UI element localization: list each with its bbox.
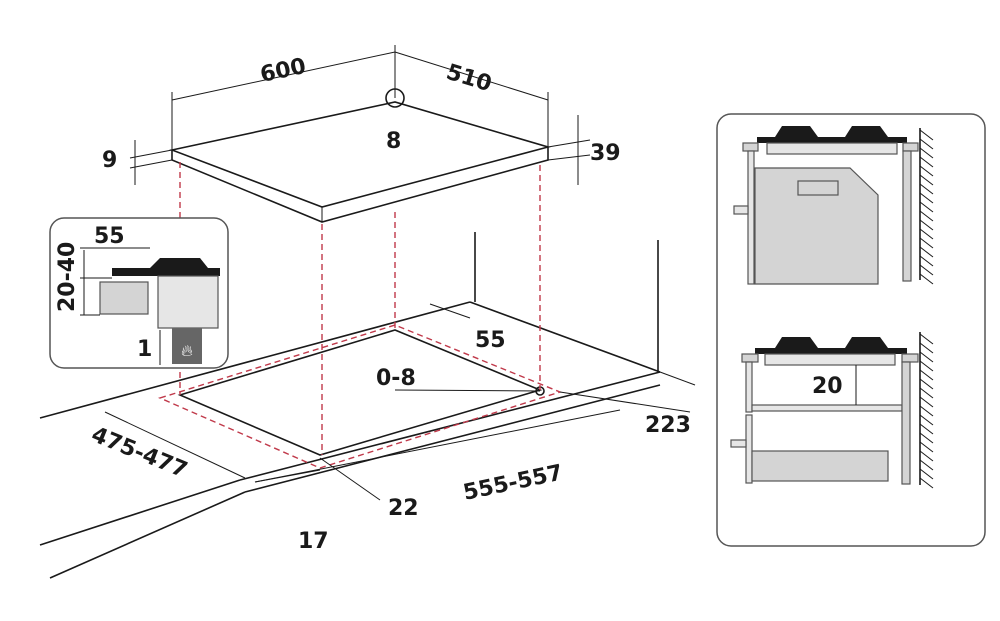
label-cutout-depth: 475-477 <box>88 422 191 483</box>
wall-hatch-line <box>919 396 934 408</box>
wall-hatch-line <box>919 210 934 222</box>
wall-hatch-line <box>919 360 934 372</box>
label-front-offset: 22 <box>388 496 419 521</box>
wall-hatch-line <box>919 273 934 285</box>
wall-hatch-line <box>919 468 934 480</box>
wall-hatch-line <box>919 432 934 444</box>
label-inset-height: 20-40 <box>55 242 80 312</box>
wall-hatch-line <box>919 219 934 231</box>
wall-hatch-line <box>919 264 934 276</box>
wall-hatch-line <box>919 414 934 426</box>
label-hob-depth: 510 <box>443 60 494 97</box>
wall-hatch-line <box>919 228 934 240</box>
label-shelf-gap: 20 <box>812 374 843 399</box>
label-cutout-width: 555-557 <box>461 460 565 505</box>
wall-hatch-line <box>919 246 934 258</box>
countertop <box>39 232 661 579</box>
wall-hatch-line <box>919 201 934 213</box>
label-glass-thickness: 9 <box>102 148 117 173</box>
wall-hatch-line <box>919 342 934 354</box>
wall-hatch-line <box>919 351 934 363</box>
label-hob-height: 39 <box>590 141 621 166</box>
label-inset-gap: 1 <box>137 337 152 362</box>
wall-hatch-line <box>919 147 934 159</box>
label-cutout-to-wall: 223 <box>645 413 691 438</box>
installation-options-panel <box>716 113 986 547</box>
wall-hatch-line <box>919 369 934 381</box>
wall-hatch-line <box>919 165 934 177</box>
wall-hatch-line <box>919 183 934 195</box>
wall-hatch-line <box>919 459 934 471</box>
wall-hatch-line <box>919 423 934 435</box>
wall-hatch-line <box>919 174 934 186</box>
label-front-edge: 17 <box>298 529 329 554</box>
wall-hatch-line <box>919 138 934 150</box>
label-gas-inlet: 8 <box>386 129 401 154</box>
wall-hatch-line <box>919 129 934 141</box>
label-inset-clearance: 55 <box>94 224 125 249</box>
label-inlet-offset: 0-8 <box>376 366 416 391</box>
wall-hatch-line <box>919 237 934 249</box>
inset-section-detail: 🔥︎ <box>49 217 229 369</box>
label-back-clearance: 55 <box>475 328 506 353</box>
bottom-dimension-lines <box>104 303 696 501</box>
wall-hatch-line <box>919 192 934 204</box>
top-dimension-lines <box>129 45 591 185</box>
wall-hatch-line <box>919 441 934 453</box>
wall-hatch-line <box>919 405 934 417</box>
wall-hatch-line <box>919 255 934 267</box>
wall-hatch-line <box>919 450 934 462</box>
gas-flame-icon: 🔥︎ <box>181 341 193 360</box>
wall-hatch-line <box>919 378 934 390</box>
wall-hatch-line <box>919 156 934 168</box>
wall-hatch-line <box>919 387 934 399</box>
wall-hatch-line <box>919 333 934 345</box>
wall-hatch-line <box>919 477 934 489</box>
label-hob-width: 600 <box>258 54 308 88</box>
hob <box>169 88 551 223</box>
